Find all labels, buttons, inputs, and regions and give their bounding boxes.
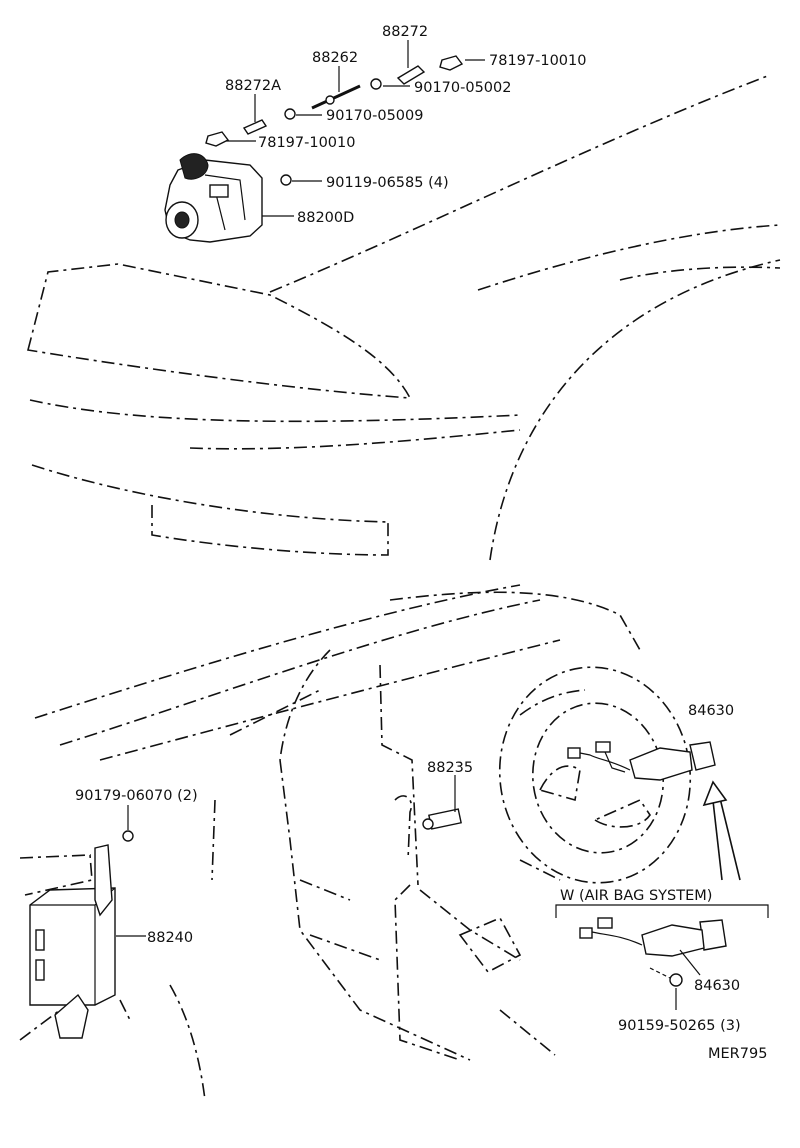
label-88240: 88240 [147, 930, 193, 946]
vehicle-front-outline [27, 74, 781, 561]
label-88200D: 88200D [297, 210, 354, 226]
label-88272: 88272 [382, 24, 428, 40]
label-90170-05002: 90170-05002 [414, 80, 512, 96]
diagram-code: MER795 [708, 1046, 767, 1062]
actuator-88200D [164, 153, 263, 243]
label-84630-top: 84630 [688, 703, 734, 719]
label-88262: 88262 [312, 50, 358, 66]
label-airbag-system: W (AIR BAG SYSTEM) [560, 888, 712, 904]
part-labels: 88272 78197-10010 88262 90170-05002 8827… [75, 24, 767, 1062]
label-90159: 90159-50265 (3) [618, 1018, 741, 1034]
combination-switch-84630 [567, 741, 716, 781]
label-78197-mid: 78197-10010 [258, 135, 356, 151]
label-78197-top: 78197-10010 [489, 53, 587, 69]
label-90170-05009: 90170-05009 [326, 108, 424, 124]
label-90119: 90119-06585 (4) [326, 175, 449, 191]
arrow-to-airbag-variant [702, 780, 741, 881]
switch-88235 [422, 775, 462, 830]
label-88235: 88235 [427, 760, 473, 776]
ecu-88240 [29, 805, 146, 1039]
label-88272A: 88272A [225, 78, 281, 94]
airbag-variant-group [555, 904, 769, 1010]
label-90179: 90179-06070 (2) [75, 788, 198, 804]
small-parts-top [205, 55, 464, 186]
label-84630-box: 84630 [694, 978, 740, 994]
leader-lines-top [226, 40, 485, 217]
vehicle-interior-outline [19, 584, 641, 1101]
